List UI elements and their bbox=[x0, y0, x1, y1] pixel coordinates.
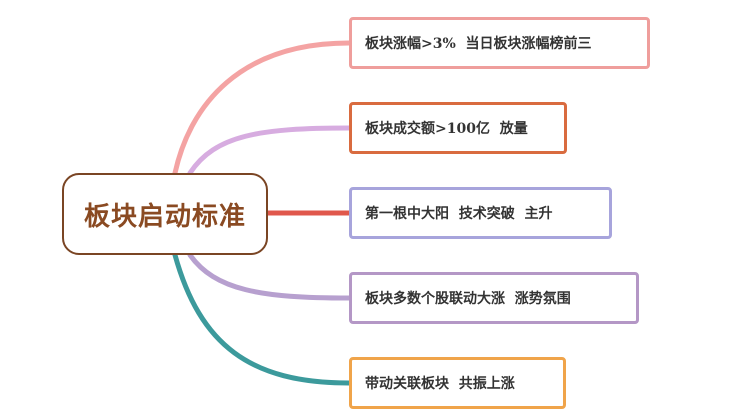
branch-label-linkage: 板块多数个股联动大涨 涨势氛围 bbox=[365, 291, 571, 307]
branch-node-linkage[interactable]: 板块多数个股联动大涨 涨势氛围 bbox=[349, 272, 639, 324]
root-node[interactable]: 板块启动标准 bbox=[62, 173, 268, 255]
connector-resonance bbox=[172, 252, 352, 386]
connector-turnover bbox=[187, 125, 352, 176]
branch-node-gain[interactable]: 板块涨幅>3% 当日板块涨幅榜前三 bbox=[349, 17, 650, 69]
branch-label-resonance: 带动关联板块 共振上涨 bbox=[365, 376, 515, 392]
branch-label-breakout: 第一根中大阳 技术突破 主升 bbox=[365, 206, 553, 222]
branch-node-resonance[interactable]: 带动关联板块 共振上涨 bbox=[349, 357, 566, 409]
connector-gain bbox=[172, 40, 352, 176]
root-label: 板块启动标准 bbox=[83, 201, 246, 232]
branch-label-turnover: 板块成交额>100亿 放量 bbox=[365, 121, 528, 137]
branch-label-gain: 板块涨幅>3% 当日板块涨幅榜前三 bbox=[365, 36, 592, 52]
branch-node-turnover[interactable]: 板块成交额>100亿 放量 bbox=[349, 102, 567, 154]
branch-node-breakout[interactable]: 第一根中大阳 技术突破 主升 bbox=[349, 187, 612, 239]
connector-linkage bbox=[187, 252, 352, 301]
